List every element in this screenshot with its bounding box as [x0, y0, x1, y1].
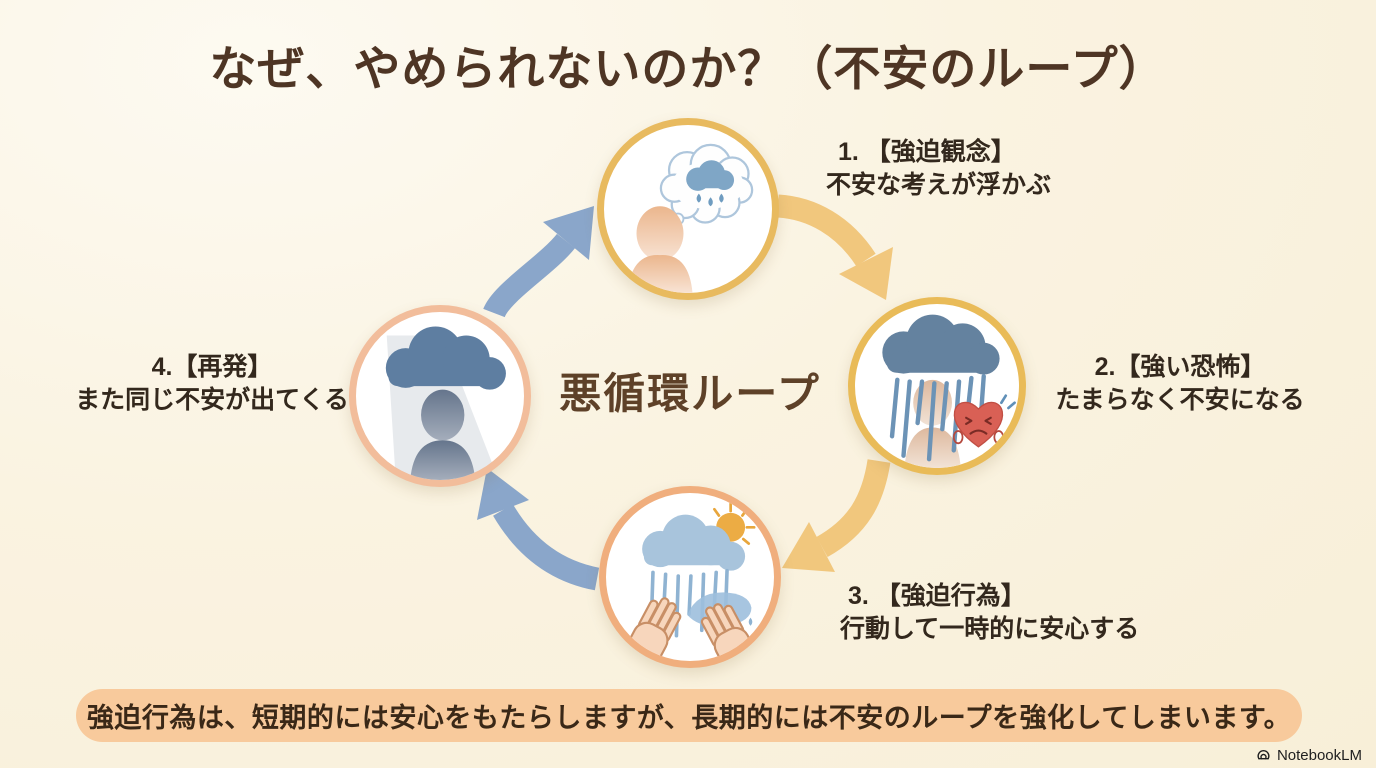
- arrow-step3-to-step4-icon: [477, 468, 600, 591]
- dark-cloud-person-icon: [385, 326, 506, 480]
- arrow-step4-to-step1-icon: [483, 206, 594, 319]
- step-4-title: 4.【再発】: [151, 353, 273, 381]
- hand-washing-rain-sun-icon: [624, 502, 758, 661]
- summary-banner: 強迫行為は、短期的には安心をもたらしますが、長期的には不安のループを強化してしま…: [76, 689, 1302, 742]
- notebooklm-logo-icon: [1257, 750, 1270, 760]
- arrow-step1-to-step2-icon: [776, 194, 893, 300]
- step-4-label: 4.【再発】 また同じ不安が出てくる: [62, 351, 362, 417]
- step-3-label: 3. 【強迫行為】 行動して一時的に安心する: [840, 580, 1139, 646]
- step-2-circle: [848, 297, 1026, 475]
- step-3-title: 3. 【強迫行為】: [848, 582, 1026, 610]
- step-2-label: 2.【強い恐怖】 たまらなく不安になる: [1040, 351, 1320, 417]
- distressed-heart-icon: [952, 394, 1016, 448]
- notebooklm-brand-text: NotebookLM: [1276, 747, 1362, 764]
- cycle-center-label: 悪循環ループ: [559, 370, 821, 417]
- step-1-circle: [597, 118, 779, 300]
- step-2-title: 2.【強い恐怖】: [1094, 353, 1266, 381]
- page-title: なぜ、やめられないのか？（不安のループ）: [209, 42, 1167, 95]
- summary-banner-text: 強迫行為は、短期的には安心をもたらしますが、長期的には不安のループを強化してしま…: [86, 703, 1292, 733]
- step-4-circle: [349, 305, 531, 487]
- step-3-circle: [599, 486, 781, 668]
- step-4-description: また同じ不安が出てくる: [75, 386, 349, 414]
- step-1-title: 1. 【強迫観念】: [838, 138, 1016, 166]
- storm-rain-distressed-heart-icon: [882, 314, 1016, 468]
- step-1-label: 1. 【強迫観念】 不安な考えが浮かぶ: [826, 136, 1051, 202]
- step-2-description: たまらなく不安になる: [1055, 386, 1305, 414]
- notebooklm-attribution: NotebookLM: [1255, 747, 1362, 764]
- step-1-description: 不安な考えが浮かぶ: [826, 171, 1052, 199]
- step-3-description: 行動して一時的に安心する: [840, 615, 1140, 643]
- arrow-step2-to-step3-icon: [782, 459, 891, 572]
- anxious-thought-cloud-icon: [627, 143, 754, 293]
